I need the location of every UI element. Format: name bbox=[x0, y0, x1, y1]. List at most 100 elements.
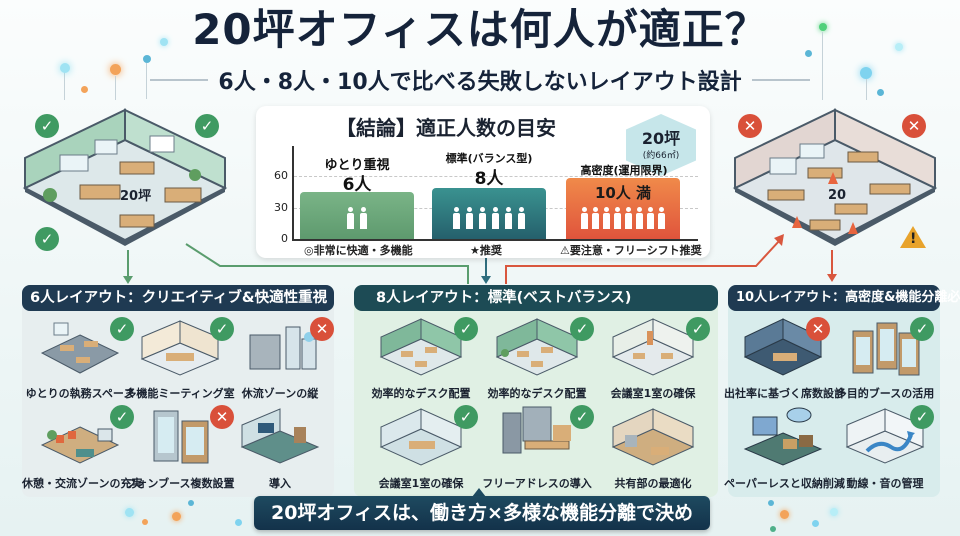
gridline-60 bbox=[294, 176, 698, 177]
glow-dot bbox=[142, 519, 148, 525]
conference-room-illustration bbox=[743, 318, 823, 376]
feature-item: ✓ ゆとりの執務スペース bbox=[26, 317, 134, 401]
feature-item: ✓ フリーアドレスの導入 bbox=[482, 405, 594, 491]
feature-label: フォンブース複数設置 bbox=[125, 477, 235, 490]
check-icon: ✓ bbox=[910, 317, 934, 341]
check-icon: ✓ bbox=[35, 114, 59, 138]
feature-label: 効率的なデスク配置 bbox=[371, 387, 471, 400]
person-icon bbox=[359, 207, 368, 231]
feature-label: 会議室1室の確保 bbox=[378, 477, 464, 490]
glow-dot bbox=[143, 55, 151, 63]
person-icon bbox=[491, 207, 500, 231]
person-icon bbox=[635, 207, 644, 231]
area-badge-sub: (約66㎡) bbox=[642, 150, 680, 161]
glow-dot bbox=[81, 86, 88, 93]
person-icon bbox=[465, 207, 474, 231]
panel-8-people-layout: 8人レイアウト：標準(ベストバランス) ✓ 効率的なデスク配置 ✓ 効率的なデス… bbox=[354, 285, 718, 497]
circuit-line bbox=[822, 32, 823, 100]
person-icon bbox=[478, 207, 487, 231]
bar-legend: ⚠要注意・フリーシフト推奨 bbox=[560, 244, 702, 257]
person-icon bbox=[591, 207, 600, 231]
person-icon bbox=[452, 207, 461, 231]
check-icon: ✓ bbox=[454, 317, 478, 341]
panel-heading: 10人レイアウト：高密度&機能分離必須 bbox=[728, 285, 960, 311]
divider bbox=[751, 79, 811, 81]
room-area-label: 20坪 bbox=[120, 189, 152, 204]
person-icon bbox=[657, 207, 666, 231]
meeting-room-illustration bbox=[140, 320, 220, 376]
bar-legend: ★推奨 bbox=[470, 244, 502, 257]
subtitle-row: 6人・8人・10人で比べる失敗しないレイアウト設計 bbox=[150, 64, 811, 96]
glow-dot bbox=[172, 512, 181, 521]
divider bbox=[150, 79, 209, 81]
warning-icon bbox=[900, 226, 926, 248]
tv-room-illustration bbox=[240, 408, 320, 464]
cross-icon: ✕ bbox=[902, 114, 926, 138]
panel-6-people-layout: 6人レイアウト：クリエイティブ&快適性重視 ✓ ゆとりの執務スペース ✓ 多機能… bbox=[22, 285, 334, 497]
bar-8-people bbox=[432, 188, 546, 239]
check-icon: ✓ bbox=[454, 405, 478, 429]
check-icon: ✓ bbox=[110, 317, 134, 341]
cross-icon: ✕ bbox=[210, 405, 234, 429]
glow-dot bbox=[830, 508, 838, 516]
warning-mark: ! bbox=[910, 231, 917, 247]
lounge-illustration bbox=[40, 426, 120, 464]
glow-dot bbox=[188, 500, 194, 506]
person-icon bbox=[346, 207, 355, 231]
feature-item: ✕ 休流ゾーンの縦 bbox=[232, 317, 334, 401]
circuit-line bbox=[64, 70, 65, 100]
glow-dot bbox=[770, 526, 776, 532]
person-icon bbox=[602, 207, 611, 231]
people-icons bbox=[300, 207, 414, 231]
feature-label: 休流ゾーンの縦 bbox=[241, 387, 319, 400]
check-icon: ✓ bbox=[910, 405, 934, 429]
bar-caption-main: 6人 bbox=[342, 175, 372, 195]
chart-title: 【結論】適正人数の目安 bbox=[336, 116, 556, 140]
person-icon bbox=[646, 207, 655, 231]
panel-10-people-layout: 10人レイアウト：高密度&機能分離必須 ✕ 出社率に基づく席数設計 ✓ 多目的ブ… bbox=[724, 285, 960, 497]
feature-item: 導入 bbox=[232, 405, 328, 491]
person-icon bbox=[580, 207, 589, 231]
feature-label: 共有部の最適化 bbox=[614, 477, 692, 490]
phone-booth-illustration bbox=[153, 410, 209, 464]
glow-dot bbox=[877, 89, 884, 96]
feature-label: 動線・音の管理 bbox=[846, 477, 924, 490]
glow-dot bbox=[235, 519, 242, 526]
traffic-flow-illustration bbox=[845, 408, 925, 464]
people-icons bbox=[566, 207, 680, 231]
room-illustration-6-people: 20坪 bbox=[20, 100, 230, 250]
feature-item: 共有部の最適化 bbox=[598, 405, 708, 491]
page-title: 20坪オフィスは何人が適正？ bbox=[192, 5, 768, 54]
y-tick-0: 0 bbox=[281, 232, 288, 245]
feature-label: 多機能ミーティング室 bbox=[125, 387, 235, 400]
circuit-line bbox=[866, 79, 867, 100]
feature-item: ✓ 多機能ミーティング室 bbox=[125, 317, 235, 401]
feature-label: 多目的ブースの活用 bbox=[835, 387, 935, 400]
check-icon: ✓ bbox=[35, 227, 59, 251]
glow-dot bbox=[125, 508, 134, 517]
desk-layout-illustration bbox=[495, 318, 579, 376]
cross-icon: ✕ bbox=[738, 114, 762, 138]
check-icon: ✓ bbox=[195, 114, 219, 138]
lockers-free-address-illustration bbox=[502, 406, 571, 454]
feature-label: ペーパーレスと収納削減 bbox=[724, 477, 845, 490]
feature-item: ペーパーレスと収納削減 bbox=[724, 405, 845, 491]
feature-item: ✓ 効率的なデスク配置 bbox=[482, 317, 594, 401]
person-icon bbox=[504, 207, 513, 231]
check-icon: ✓ bbox=[570, 405, 594, 429]
feature-label: 出社率に基づく席数設計 bbox=[724, 387, 845, 400]
feature-label: 効率的なデスク配置 bbox=[487, 387, 587, 400]
feature-item: ✓ 休憩・交流ゾーンの充実 bbox=[22, 405, 142, 491]
bar-caption-top: ゆとり重視 bbox=[324, 158, 390, 173]
glow-dot bbox=[819, 23, 827, 31]
bar-caption-top: 標準(バランス型) bbox=[445, 152, 533, 165]
person-icon bbox=[517, 207, 526, 231]
glow-dot bbox=[768, 500, 774, 506]
room-illustration-10-people: 20 bbox=[730, 100, 940, 250]
feature-item: ✓ 効率的なデスク配置 bbox=[366, 317, 478, 401]
panel-heading: 6人レイアウト：クリエイティブ&快適性重視 bbox=[22, 285, 334, 311]
glow-dot bbox=[860, 67, 872, 79]
room-area-label: 20 bbox=[828, 188, 847, 203]
area-badge-main: 20坪 bbox=[641, 128, 681, 148]
y-tick-60: 60 bbox=[274, 169, 288, 182]
